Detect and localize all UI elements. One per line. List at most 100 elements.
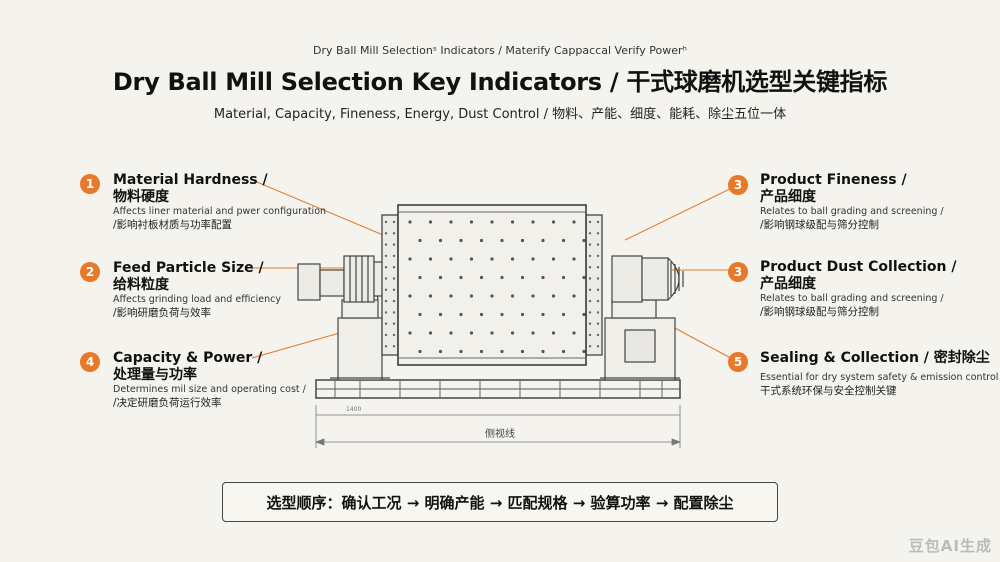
shell-bolt (449, 257, 453, 261)
shell-bolt (459, 275, 463, 280)
shell-bolt (479, 275, 484, 280)
shell-bolt (428, 257, 433, 261)
shell-bolt (572, 331, 576, 335)
shell-bolt (582, 238, 586, 243)
shell-bolt (531, 257, 535, 261)
head-bolt (596, 333, 600, 337)
head-bolt (596, 243, 600, 246)
shell-bolt (428, 331, 433, 335)
shell-bolt (520, 312, 525, 317)
callout-desc: Relates to ball grading and screening / (760, 206, 944, 217)
callout-badge-left-2: 2 (80, 262, 100, 282)
head-bolt (588, 277, 592, 280)
head-bolt (588, 288, 592, 291)
callout-material-hardness: Material Hardness / 物料硬度 Affects liner m… (113, 172, 326, 232)
callout-badge-right-1: 3 (728, 175, 748, 195)
shell-bolt (428, 220, 433, 224)
head-bolt (588, 220, 592, 224)
shell-bolt (449, 331, 453, 335)
head-bolt (384, 232, 388, 235)
shell-bolt (469, 331, 474, 335)
head-bolt (384, 220, 388, 224)
head-bolt (588, 322, 592, 325)
shell-bolt (449, 294, 453, 298)
head-bolt (384, 333, 388, 337)
head-bolt (392, 311, 396, 314)
head-bolt (384, 311, 388, 314)
callout-product-fineness: Product Fineness / 产品细度 Relates to ball … (760, 172, 944, 232)
callout-title: Capacity & Power / (113, 350, 263, 366)
head-bolt (392, 277, 396, 280)
shell-bolt (418, 312, 422, 317)
head-bolt (588, 333, 592, 337)
callout-desc: Essential for dry system safety & emissi… (760, 372, 1000, 383)
head-bolt (596, 311, 600, 314)
shell-bolt (500, 238, 504, 243)
shell-bolt (469, 220, 474, 224)
shell-bolt (438, 275, 443, 280)
side-view-label: 侧视线 (485, 429, 515, 440)
head-bolt (392, 322, 396, 325)
head-bolt (588, 243, 592, 246)
head-bolt (588, 232, 592, 235)
head-bolt (392, 220, 396, 224)
shell-bolt (551, 294, 556, 298)
shell-bolt (551, 220, 556, 224)
callout-title-cn: 处理量与功率 (113, 367, 197, 383)
head-bolt (596, 220, 600, 224)
head-bolt (588, 345, 592, 348)
head-bolt (384, 345, 388, 348)
shell-bolt (541, 349, 545, 354)
callout-desc: Affects grinding load and efficiency (113, 294, 281, 305)
shell-bolt (490, 331, 494, 335)
shell-bolt (479, 312, 484, 317)
head-bolt (588, 254, 592, 258)
head-bolt (392, 243, 396, 246)
dimension-lines (314, 405, 682, 448)
head-bolt (588, 311, 592, 314)
callout-title-cn: 给料粒度 (113, 277, 169, 293)
shell-bolt (408, 294, 412, 298)
shell-bolt (561, 349, 566, 354)
callout-capacity-power: Capacity & Power / 处理量与功率 Determines mil… (113, 350, 306, 410)
head-bolt (588, 266, 592, 269)
head-bolt (392, 254, 396, 258)
shell-bolt (459, 312, 463, 317)
head-bolt (596, 277, 600, 280)
shell-bolt (572, 257, 576, 261)
shell-bolt (500, 349, 504, 354)
shell-bolt-grid (408, 220, 586, 354)
page-title: Dry Ball Mill Selection Key Indicators /… (112, 68, 888, 96)
head-bolt (596, 266, 600, 269)
left-drive-motor (297, 255, 385, 303)
callout-title: Product Fineness / (760, 172, 907, 188)
head-bolt (392, 345, 396, 348)
left-cylinder-head (381, 214, 399, 356)
callout-desc-cn: /影响衬板材质与功率配置 (113, 219, 233, 231)
callout-desc-cn: /决定研磨负荷运行效率 (113, 397, 222, 409)
selection-sequence-box: 选型顺序：确认工况 → 明确产能 → 匹配规格 → 验算功率 → 配置除尘 (222, 482, 778, 522)
dimension-value: 1400 (346, 406, 362, 413)
callout-desc-cn: 干式系统环保与安全控制关键 (760, 385, 897, 397)
callout-title-cn: 物料硬度 (113, 189, 169, 205)
head-bolt (384, 299, 388, 303)
pre-title: Dry Ball Mill Selectionˢ Indicators / Ma… (313, 44, 687, 57)
callout-title: Sealing & Collection / 密封除尘 (760, 350, 990, 366)
shell-bolt (479, 238, 484, 243)
head-bolt (596, 254, 600, 258)
shell-bolt (418, 349, 422, 354)
shell-bolt (520, 349, 525, 354)
head-bolt (596, 288, 600, 291)
callout-feed-particle-size: Feed Particle Size / 给料粒度 Affects grindi… (113, 260, 281, 320)
head-bolt (596, 322, 600, 325)
shell-bolt (449, 220, 453, 224)
shell-bolt (561, 238, 566, 243)
shell-bolt (500, 312, 504, 317)
shell-bolt (479, 349, 484, 354)
callout-title: Product Dust Collection / (760, 259, 957, 275)
head-bolt (384, 243, 388, 246)
shell-bolt (490, 220, 494, 224)
callout-product-dust-collection: Product Dust Collection / 产品细度 Relates t… (760, 259, 956, 319)
callout-title-cn: 产品细度 (760, 189, 816, 205)
head-bolt (384, 266, 388, 269)
